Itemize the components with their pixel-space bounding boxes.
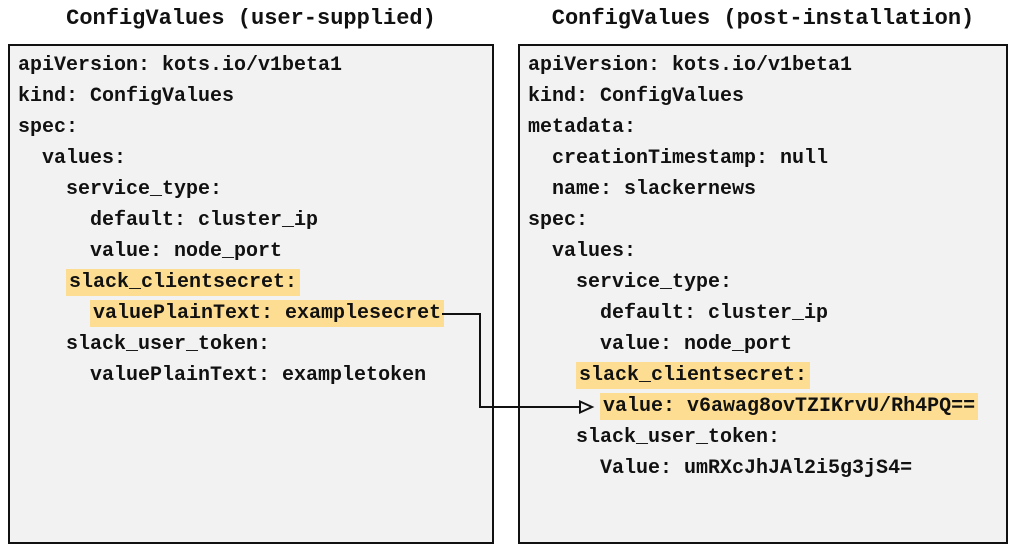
user-supplied-config-panel: apiVersion: kots.io/v1beta1 kind: ConfigV… (8, 44, 494, 544)
yaml-text: kind: ConfigValues (18, 85, 235, 108)
yaml-line: spec: (528, 205, 998, 236)
highlighted-yaml-text: valuePlainText: examplesecret (90, 300, 445, 327)
yaml-text: values: (552, 240, 637, 263)
yaml-line: slack_user_token: (18, 329, 484, 360)
yaml-line: name: slackernews (528, 174, 998, 205)
yaml-text: kind: ConfigValues (528, 85, 745, 108)
yaml-line: values: (18, 143, 484, 174)
yaml-text: metadata: (528, 116, 637, 139)
yaml-text: Value: umRXcJhJAl2i5g3jS4= (600, 457, 913, 480)
yaml-line: metadata: (528, 112, 998, 143)
yaml-text: values: (42, 147, 127, 170)
highlighted-yaml-text: slack_clientsecret: (576, 362, 811, 389)
left-panel-title: ConfigValues (user-supplied) (66, 6, 436, 31)
yaml-line: spec: (18, 112, 484, 143)
right-panel-title: ConfigValues (post-installation) (551, 6, 975, 31)
yaml-line: slack_user_token: (528, 422, 998, 453)
yaml-line: default: cluster_ip (18, 205, 484, 236)
highlighted-yaml-text: value: v6awag8ovTZIKrvU/Rh4PQ== (600, 393, 979, 420)
yaml-text: service_type: (66, 178, 223, 201)
yaml-line: service_type: (18, 174, 484, 205)
yaml-text: valuePlainText: exampletoken (90, 364, 427, 387)
yaml-text: apiVersion: kots.io/v1beta1 (528, 54, 853, 77)
yaml-line: service_type: (528, 267, 998, 298)
yaml-line: values: (528, 236, 998, 267)
yaml-line: apiVersion: kots.io/v1beta1 (528, 50, 998, 81)
post-installation-config-panel: apiVersion: kots.io/v1beta1 kind: ConfigV… (518, 44, 1008, 544)
yaml-line: valuePlainText: examplesecret (18, 298, 484, 329)
yaml-text: spec: (18, 116, 79, 139)
yaml-line: apiVersion: kots.io/v1beta1 (18, 50, 484, 81)
yaml-line: value: v6awag8ovTZIKrvU/Rh4PQ== (528, 391, 998, 422)
highlighted-yaml-text: slack_clientsecret: (66, 269, 301, 296)
yaml-text: service_type: (576, 271, 733, 294)
yaml-line: creationTimestamp: null (528, 143, 998, 174)
yaml-text: default: cluster_ip (600, 302, 829, 325)
yaml-line: value: node_port (528, 329, 998, 360)
yaml-text: creationTimestamp: null (552, 147, 829, 170)
yaml-line: slack_clientsecret: (528, 360, 998, 391)
yaml-text: value: node_port (90, 240, 283, 263)
yaml-text: apiVersion: kots.io/v1beta1 (18, 54, 343, 77)
yaml-line: kind: ConfigValues (528, 81, 998, 112)
yaml-text: slack_user_token: (66, 333, 271, 356)
yaml-line: Value: umRXcJhJAl2i5g3jS4= (528, 453, 998, 484)
yaml-line: default: cluster_ip (528, 298, 998, 329)
yaml-text: slack_user_token: (576, 426, 781, 449)
yaml-text: name: slackernews (552, 178, 757, 201)
yaml-text: value: node_port (600, 333, 793, 356)
yaml-line: slack_clientsecret: (18, 267, 484, 298)
yaml-line: valuePlainText: exampletoken (18, 360, 484, 391)
yaml-text: default: cluster_ip (90, 209, 319, 232)
yaml-line: value: node_port (18, 236, 484, 267)
yaml-text: spec: (528, 209, 589, 232)
yaml-line: kind: ConfigValues (18, 81, 484, 112)
